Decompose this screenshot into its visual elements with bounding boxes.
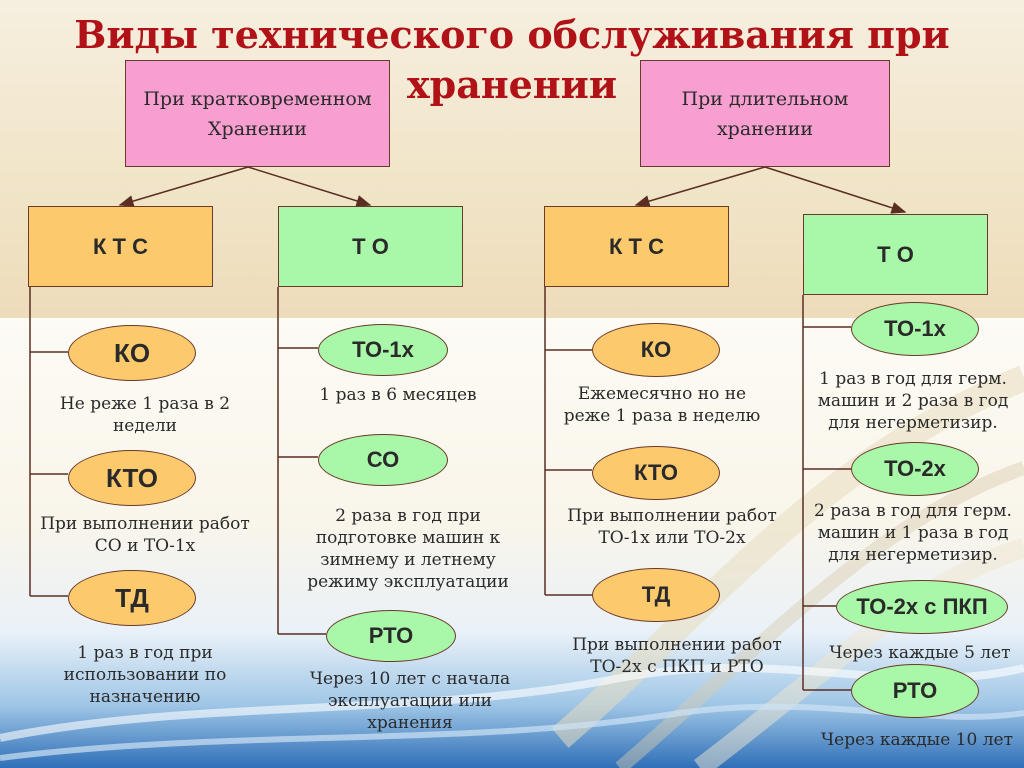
short-kts-kto-desc: При выполнении работ СО и ТО-1х: [40, 513, 250, 557]
long-kts-box: К Т С: [544, 206, 729, 287]
long-to-rto-desc: Через каждые 10 лет: [812, 729, 1022, 751]
long-to-to1x-desc: 1 раз в год для герм. машин и 2 раза в г…: [804, 368, 1022, 434]
long-kts-kto-desc: При выполнении работ ТО-1х или ТО-2х: [567, 505, 777, 549]
long-to-to2x-oval: ТО-2х: [851, 442, 979, 496]
short-kts-td-oval: ТД: [68, 570, 196, 626]
short-to-to1x-desc: 1 раз в 6 месяцев: [298, 384, 498, 406]
short-to-so-desc: 2 раза в год при подготовке машин к зимн…: [300, 505, 516, 593]
short-kts-td-desc: 1 раз в год при использовании по назначе…: [40, 642, 250, 708]
short-kts-ko-oval: КО: [68, 325, 196, 381]
long-to-box: Т О: [803, 214, 988, 295]
short-to-rto-oval: РТО: [326, 610, 456, 662]
short-to-box: Т О: [278, 206, 463, 287]
short-to-so-oval: СО: [318, 434, 448, 486]
short-storage-box: При кратковременном Хранении: [125, 60, 390, 167]
long-to-rto-oval: РТО: [851, 664, 979, 718]
long-kts-kto-oval: КТО: [592, 446, 720, 500]
long-storage-box: При длительном хранении: [640, 60, 890, 167]
short-kts-kto-oval: КТО: [68, 450, 196, 506]
short-kts-ko-desc: Не реже 1 раза в 2 недели: [40, 393, 250, 437]
long-kts-ko-desc: Ежемесячно но не реже 1 раза в неделю: [562, 383, 762, 427]
long-kts-ko-oval: КО: [592, 323, 720, 377]
long-kts-td-desc: При выполнении работ ТО-2х с ПКП и РТО: [572, 634, 782, 678]
long-to-to2x-desc: 2 раза в год для герм. машин и 1 раза в …: [806, 500, 1020, 566]
short-to-rto-desc: Через 10 лет с начала эксплуатации или х…: [305, 668, 515, 734]
long-to-to2x-pkp-oval: ТО-2х с ПКП: [836, 580, 1008, 634]
long-to-to2x-pkp-desc: Через каждые 5 лет: [820, 642, 1020, 664]
long-to-to1x-oval: ТО-1х: [851, 302, 979, 356]
short-kts-box: К Т С: [28, 206, 213, 287]
short-to-to1x-oval: ТО-1х: [318, 324, 448, 376]
long-kts-td-oval: ТД: [592, 568, 720, 622]
